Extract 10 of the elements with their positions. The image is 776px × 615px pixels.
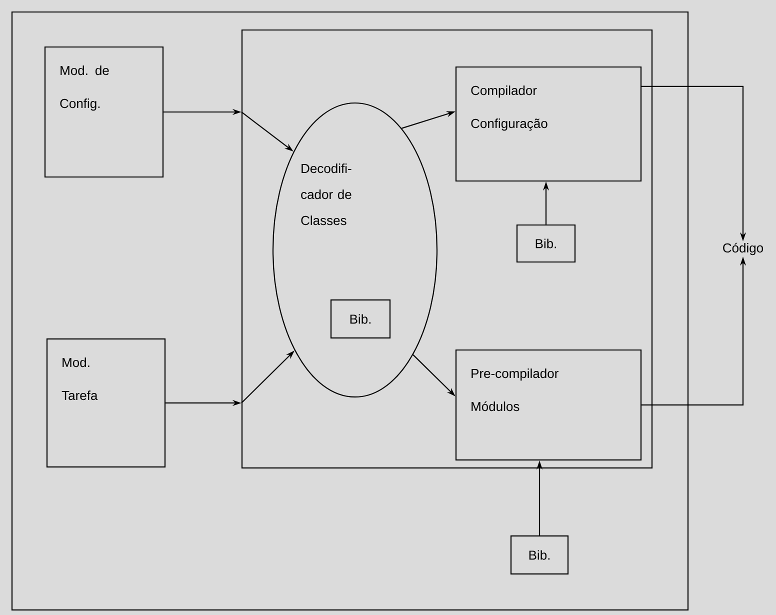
library-box: Bib. <box>516 224 576 263</box>
precompiler-box: Pre-compilador Módulos <box>455 349 642 461</box>
module-box: Mod. de Config. <box>44 46 164 178</box>
outer-frame <box>11 11 689 611</box>
library-box: Bib. <box>510 535 569 575</box>
module-box: Mod. Tarefa <box>46 338 166 468</box>
inner-frame <box>241 29 653 469</box>
output-label: Código <box>723 242 764 256</box>
library-box: Bib. <box>330 299 391 339</box>
compiler-box: Compilador Configuração <box>455 66 642 182</box>
